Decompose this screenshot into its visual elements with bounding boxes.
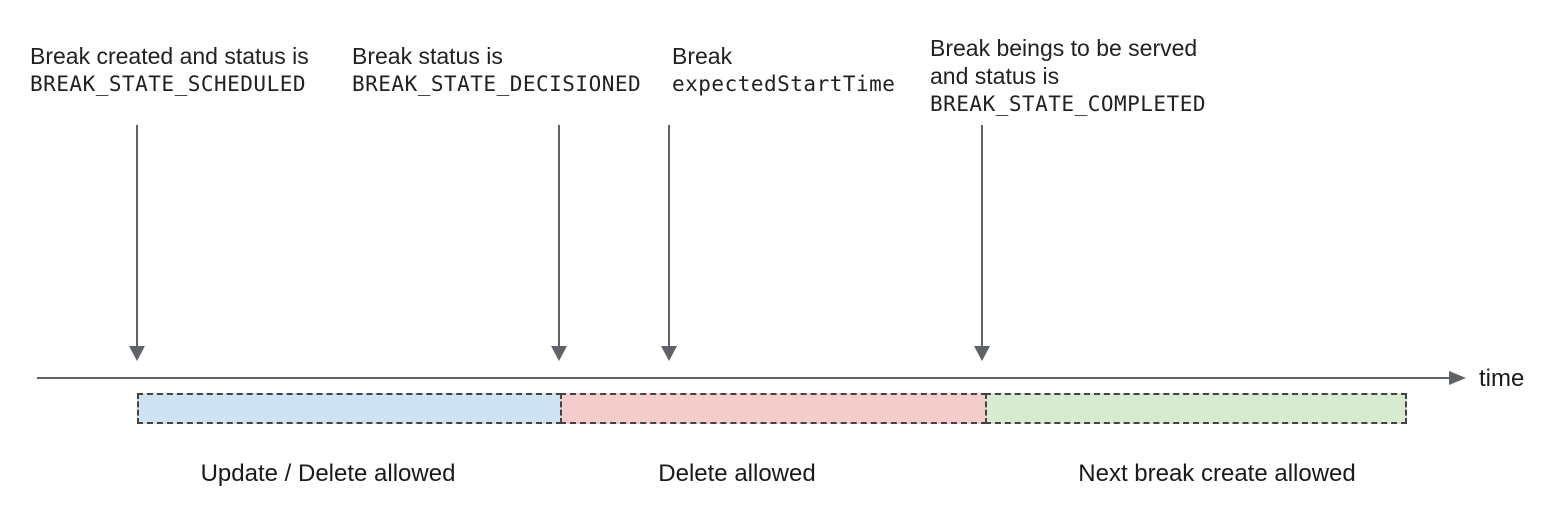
annotation-break-scheduled: Break created and status is BREAK_STATE_…: [30, 42, 309, 98]
down-arrow-icon-decisioned: [551, 125, 567, 361]
down-arrow-icon-expected-start: [661, 125, 677, 361]
annotation-text: Break beings to be served: [930, 35, 1198, 61]
timeline-segments-bar: [137, 393, 1407, 424]
arrowhead-icon: [129, 346, 145, 361]
annotation-code: expectedStartTime: [672, 72, 896, 96]
segment-label-next-break: Next break create allowed: [1078, 460, 1356, 487]
arrowhead-icon: [661, 346, 677, 361]
segment-update-delete-allowed: [137, 393, 562, 424]
annotation-expected-start-time: Break expectedStartTime: [672, 42, 895, 98]
down-arrow-icon-scheduled: [129, 125, 145, 361]
annotation-text: Break: [672, 43, 733, 69]
arrowhead-icon: [551, 346, 567, 361]
annotation-text: Break status is: [352, 43, 503, 69]
segment-delete-allowed: [560, 393, 987, 424]
down-arrow-icon-completed: [974, 125, 990, 361]
annotation-code: BREAK_STATE_COMPLETED: [930, 92, 1207, 116]
annotation-code: BREAK_STATE_DECISIONED: [352, 72, 642, 96]
annotation-code: BREAK_STATE_SCHEDULED: [30, 72, 307, 96]
segment-next-break-create-allowed: [985, 393, 1407, 424]
time-axis-arrowhead-icon: [1449, 371, 1466, 385]
segment-label-delete: Delete allowed: [658, 460, 816, 487]
time-axis-label: time: [1479, 365, 1525, 392]
annotation-break-completed: Break beings to be served and status is …: [930, 34, 1206, 118]
annotation-text: and status is: [930, 63, 1060, 89]
time-axis-line: [37, 377, 1449, 379]
annotation-break-decisioned: Break status is BREAK_STATE_DECISIONED: [352, 42, 641, 98]
segment-label-update-delete: Update / Delete allowed: [200, 460, 456, 487]
annotation-text: Break created and status is: [30, 43, 309, 69]
arrowhead-icon: [974, 346, 990, 361]
